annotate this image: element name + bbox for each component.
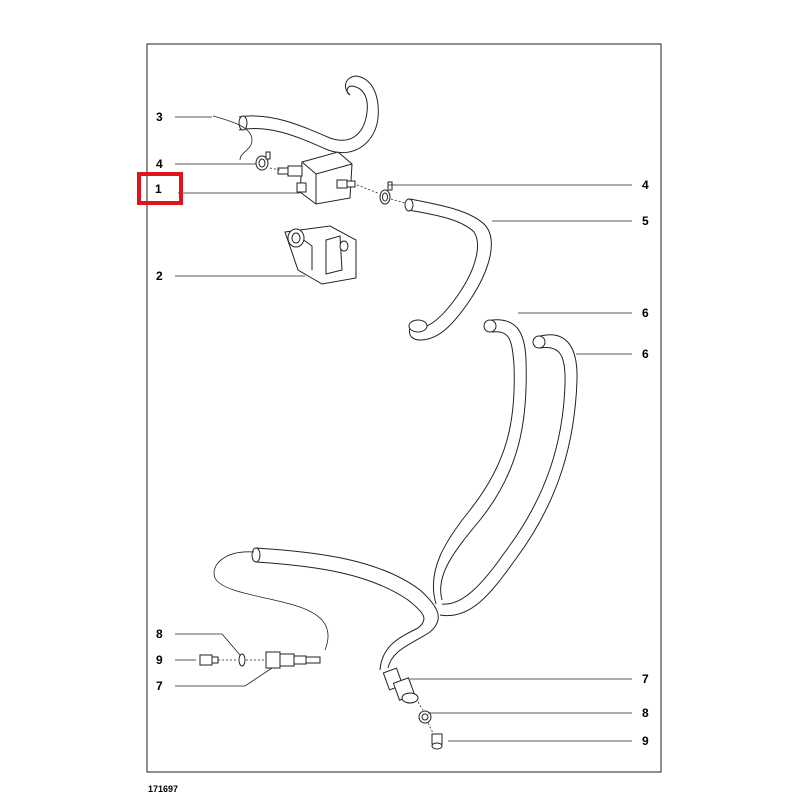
washer-8-left: [238, 653, 246, 667]
callout-3: 3: [156, 110, 163, 124]
washer-8-right: [418, 710, 432, 724]
callout-4-right: 4: [642, 178, 649, 192]
clamp-4-left: [255, 151, 271, 171]
hose-lower-main: [213, 547, 439, 671]
callout-5: 5: [642, 214, 649, 228]
callout-2: 2: [156, 269, 163, 283]
callout-7-right: 7: [642, 672, 649, 686]
nozzle-9-left: [199, 654, 219, 666]
figure-code: 171697: [148, 784, 179, 794]
callout-8-left: 8: [156, 627, 163, 641]
callout-8-right: 8: [642, 706, 649, 720]
callout-4-left: 4: [156, 157, 163, 171]
hose-6-upper: [432, 319, 527, 605]
callout-7-left: 7: [156, 679, 163, 693]
hose-3: [212, 75, 379, 161]
callout-9-left: 9: [156, 653, 163, 667]
leader-lines: [175, 116, 632, 742]
hose-5: [404, 198, 492, 341]
nozzle-9-right: [431, 733, 443, 750]
connector-7-right: [382, 667, 419, 704]
highlight-box: [137, 172, 183, 205]
callout-1: 1: [155, 182, 162, 196]
clamp-4-right: [379, 181, 393, 205]
hose-6-lower: [439, 334, 578, 617]
callout-6-lower: 6: [642, 347, 649, 361]
callout-9-right: 9: [642, 734, 649, 748]
bracket-2: [284, 225, 357, 285]
diagram-frame: [146, 43, 662, 773]
callout-6-upper: 6: [642, 306, 649, 320]
valve-1: [277, 151, 356, 205]
connector-7-left: [265, 651, 321, 669]
